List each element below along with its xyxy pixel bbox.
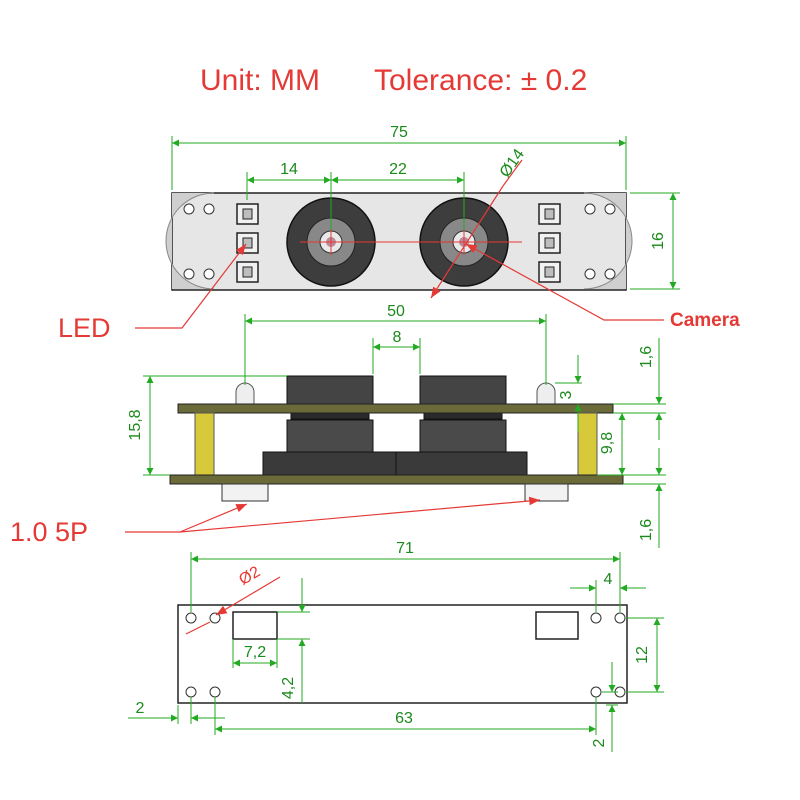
dim-hole-span: 71 [396,540,414,557]
dim-lens-diameter: Ø14 [497,146,528,181]
dim-bottom-margin: 2 [591,738,608,747]
led-pads-left [236,203,259,283]
dim-lens-spacing: 22 [389,161,407,178]
dim-lens-gap: 8 [393,329,402,346]
header: Unit: MM Tolerance: ± 0.2 [200,64,587,97]
side-top-pcb [177,403,614,414]
bottom-pad-left [232,611,278,640]
tolerance-label: Tolerance: ± 0.2 [374,64,587,97]
bottom-mount-holes [185,612,626,698]
led-pads-right [538,203,561,283]
connector-label: 1.0 5P [10,517,88,547]
dim-led-height: 3 [558,390,575,399]
top-mount-holes [183,203,616,280]
side-lens-left [286,375,374,453]
side-view: 50 8 15,8 3 1,6 9,8 1,6 [127,303,666,548]
bottom-view: Ø2 71 4 12 7,2 4,2 2 [128,540,664,752]
dim-hole-diameter: Ø2 [236,563,263,588]
connector-left [221,483,269,502]
side-led-left [235,382,255,405]
connector-right [524,483,569,502]
bottom-pad-right [535,611,579,640]
side-lens-right [419,375,507,453]
dim-pad-offset: 4,2 [280,677,297,699]
dim-pad-width: 7,2 [244,644,266,661]
dim-spacer-height: 9,8 [599,432,616,454]
dim-right-pitch: 4 [604,571,613,588]
dim-board-top: 1,6 [638,346,655,368]
unit-label: Unit: MM [200,64,320,97]
side-led-right [536,382,556,405]
dim-vertical-pitch: 12 [634,646,651,664]
dim-led-to-lens: 14 [280,161,298,178]
side-sensor-left [262,451,397,476]
side-sensor-right [395,451,528,476]
camera-callout: Camera [465,243,740,331]
side-spacer-right [577,412,598,476]
dim-inner-span: 63 [395,710,413,727]
connector-callout: 1.0 5P [10,496,541,547]
dim-board-bottom: 1,6 [638,519,655,541]
camera-label: Camera [670,310,740,331]
led-callout: LED [58,243,247,343]
dim-height: 16 [650,232,667,250]
top-view: 75 14 22 Ø14 16 [165,124,680,299]
dim-lens-span: 50 [387,303,405,320]
dim-left-margin: 2 [136,700,145,717]
dim-overall-height: 15,8 [127,409,144,440]
led-label: LED [58,313,111,343]
dim-overall-width: 75 [390,124,408,141]
side-bottom-pcb [169,474,624,485]
side-spacer-left [194,412,215,476]
